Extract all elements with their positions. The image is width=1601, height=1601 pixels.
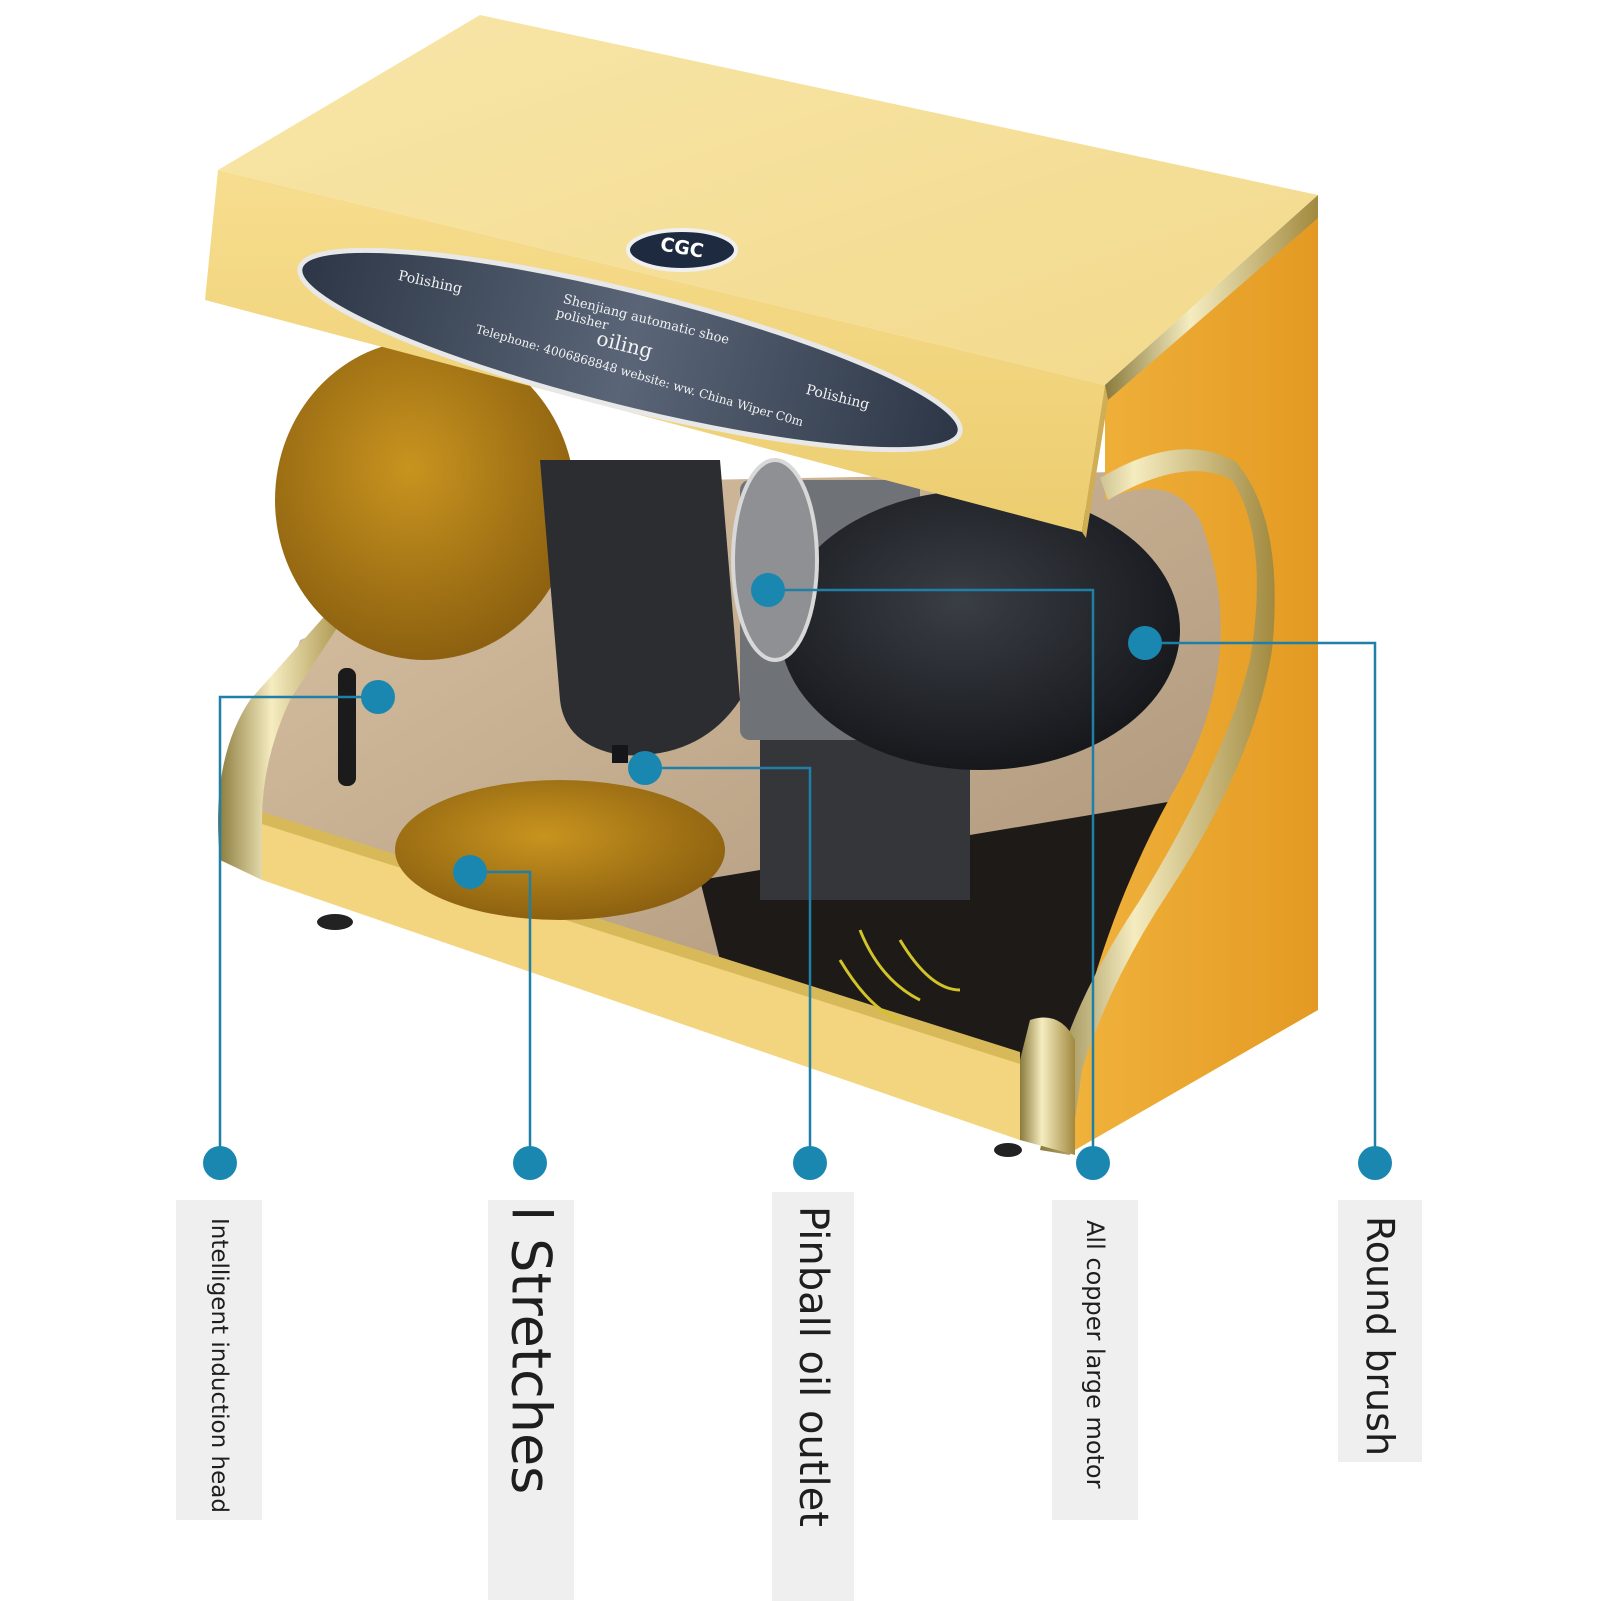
left-chrome-cap	[218, 605, 352, 880]
display-panel	[297, 247, 963, 453]
label-intelligent-induction-head: Intelligent induction head	[176, 1200, 262, 1520]
wires	[838, 929, 961, 1022]
label-round-brush: Round brush	[1338, 1200, 1422, 1462]
leader-brush	[1145, 641, 1377, 1160]
oil-nozzle	[612, 745, 628, 763]
leader-motor	[768, 588, 1095, 1160]
label-pinball-oil-outlet: Pinball oil outlet	[772, 1192, 854, 1601]
motor-face	[731, 458, 819, 662]
brand-logo-badge	[626, 228, 738, 272]
label-stretches: l Stretches	[488, 1200, 574, 1600]
leader-lines	[218, 588, 1377, 1160]
label-text: l Stretches	[499, 1206, 563, 1495]
dot-oil-target	[628, 751, 662, 785]
leader-oil	[645, 766, 812, 1160]
bottom-gold-brush	[395, 780, 725, 920]
lid-front-edge	[1082, 385, 1108, 538]
dot-brush-anchor	[1358, 1146, 1392, 1180]
dot-motor-target	[751, 573, 785, 607]
dot-stretch-anchor	[513, 1146, 547, 1180]
leader-stretch	[470, 870, 532, 1160]
foot-right	[994, 1143, 1022, 1157]
round-black-brush	[780, 490, 1180, 770]
leader-induction	[218, 695, 378, 1160]
dot-brush-target	[1128, 626, 1162, 660]
dot-induction-target	[361, 680, 395, 714]
left-gold-brush	[275, 340, 575, 660]
lid-top	[218, 15, 1318, 385]
dot-oil-anchor	[793, 1146, 827, 1180]
side-chrome-trim	[1040, 449, 1275, 1155]
label-all-copper-large-motor: All copper large motor	[1052, 1200, 1138, 1520]
right-chrome-cap	[1020, 1017, 1075, 1155]
foot-left	[317, 914, 353, 930]
label-text: Intelligent induction head	[206, 1218, 232, 1513]
lid-edge	[1105, 195, 1318, 400]
oil-cylinder	[540, 460, 740, 756]
dot-stretch-target	[453, 855, 487, 889]
dot-induction-anchor	[203, 1146, 237, 1180]
induction-sensor	[338, 668, 356, 786]
label-text: Pinball oil outlet	[790, 1206, 836, 1527]
label-text: Round brush	[1358, 1216, 1402, 1457]
callout-dots	[203, 573, 1392, 1180]
label-text: All copper large motor	[1081, 1220, 1109, 1489]
dot-motor-anchor	[1076, 1146, 1110, 1180]
